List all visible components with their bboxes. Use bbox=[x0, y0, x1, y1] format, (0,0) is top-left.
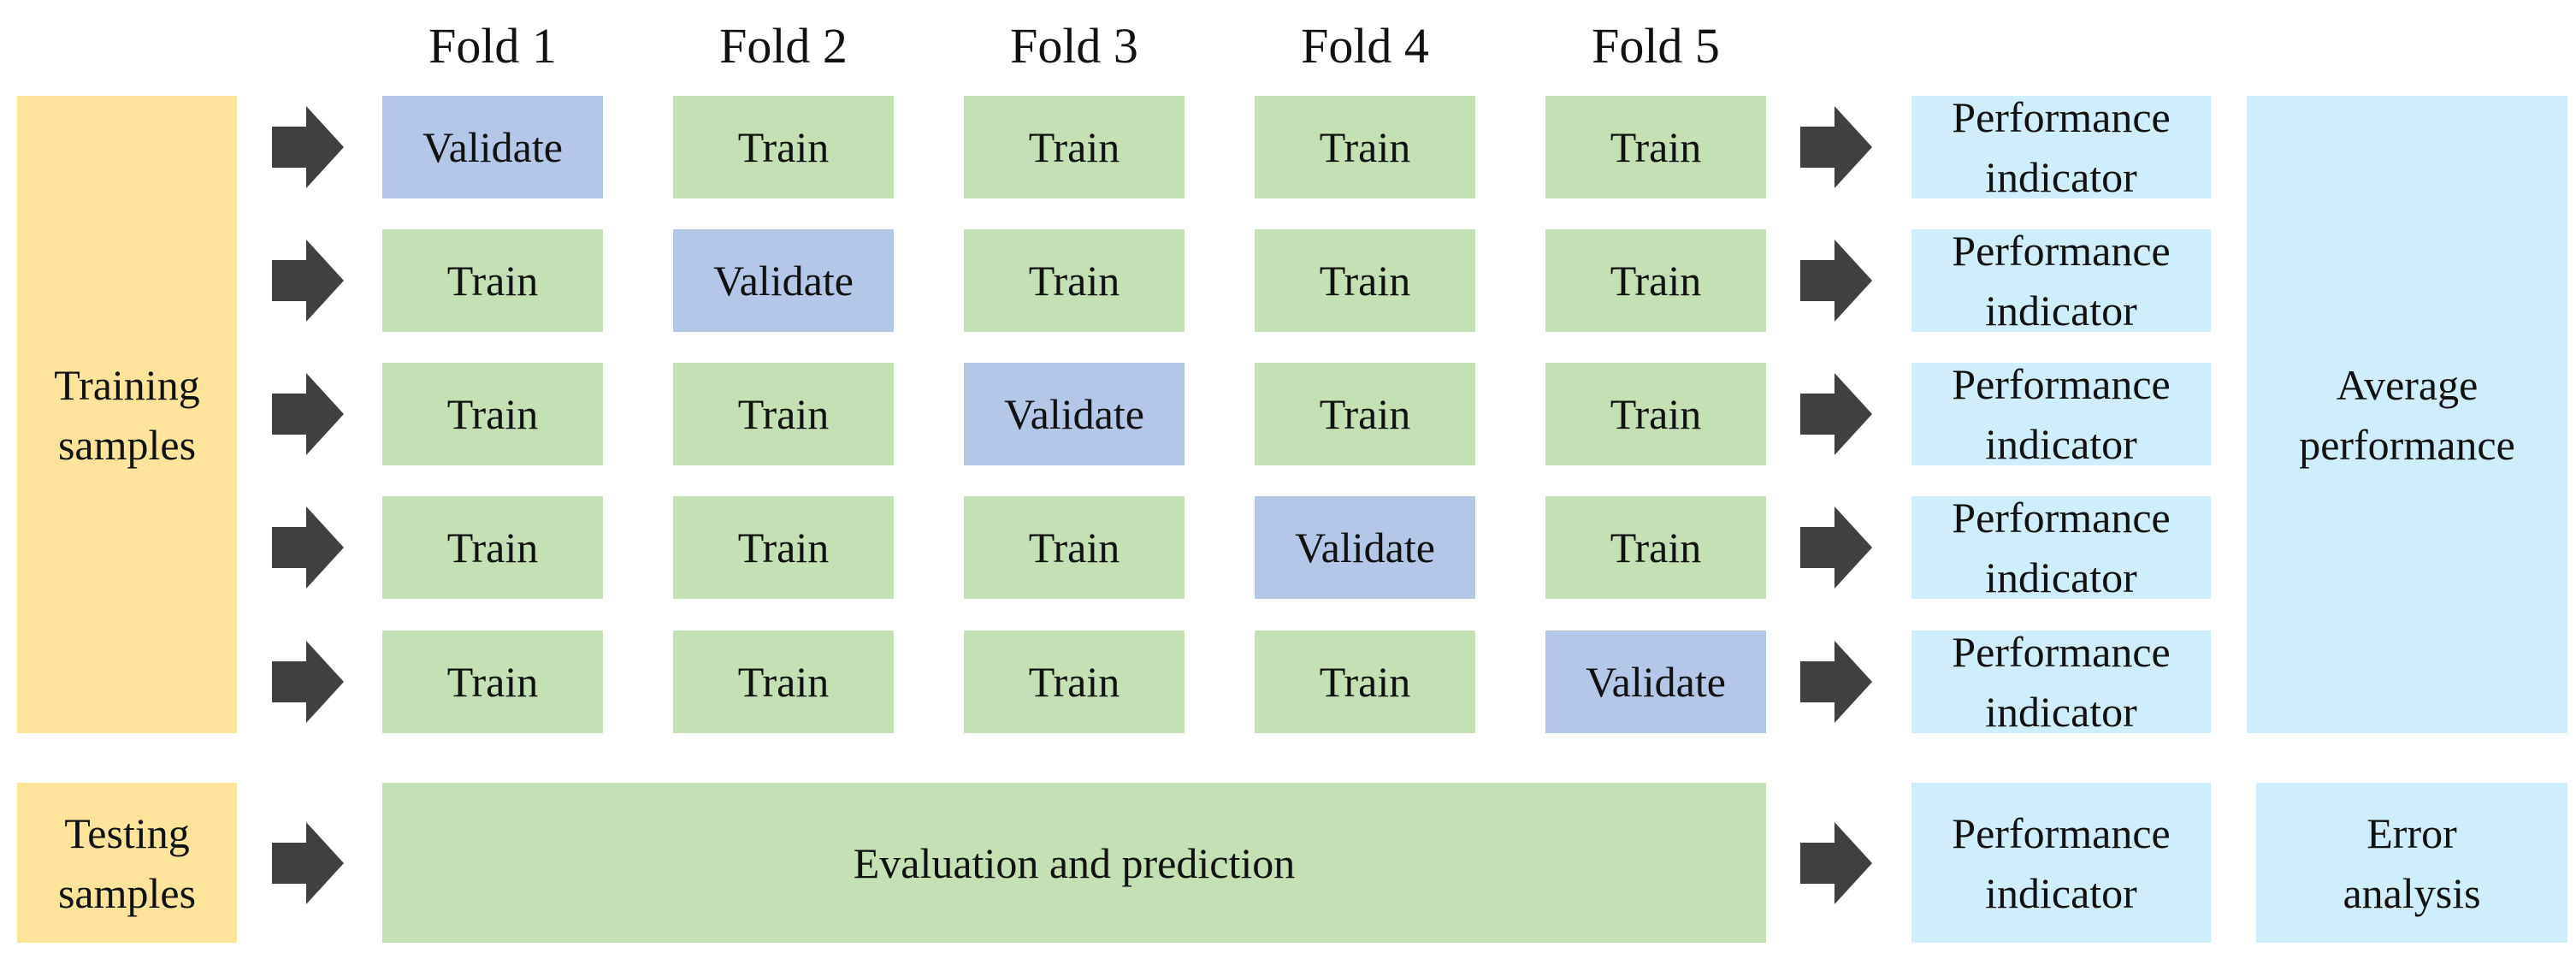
performance-indicator-box: Performance indicator bbox=[1911, 628, 2211, 736]
validate-fold-box: Validate bbox=[1545, 631, 1766, 733]
training-samples-box: Training samples bbox=[17, 96, 237, 733]
arrow-right-icon bbox=[272, 506, 344, 589]
fold-header-2: Fold 2 bbox=[719, 17, 848, 74]
test-performance-indicator-box: Performance indicator bbox=[1911, 783, 2211, 943]
train-fold-box: Train bbox=[1545, 496, 1766, 599]
validate-fold-box: Validate bbox=[964, 363, 1185, 465]
train-fold-box: Train bbox=[382, 631, 603, 733]
train-fold-box: Train bbox=[1545, 229, 1766, 332]
arrow-right-icon bbox=[272, 106, 344, 188]
train-fold-box: Train bbox=[964, 229, 1185, 332]
train-fold-box: Train bbox=[673, 363, 894, 465]
performance-indicator-box: Performance indicator bbox=[1911, 227, 2211, 335]
train-fold-box: Train bbox=[1545, 96, 1766, 198]
train-fold-box: Train bbox=[382, 496, 603, 599]
train-fold-box: Train bbox=[673, 631, 894, 733]
train-fold-box: Train bbox=[673, 96, 894, 198]
arrow-right-icon bbox=[1800, 821, 1872, 904]
arrow-right-icon bbox=[272, 373, 344, 455]
error-analysis-box: Error analysis bbox=[2256, 783, 2567, 943]
validate-fold-box: Validate bbox=[1255, 496, 1475, 599]
testing-samples-box: Testing samples bbox=[17, 783, 237, 943]
arrow-right-icon bbox=[1800, 641, 1872, 723]
train-fold-box: Train bbox=[964, 496, 1185, 599]
performance-indicator-box: Performance indicator bbox=[1911, 494, 2211, 601]
validate-fold-box: Validate bbox=[673, 229, 894, 332]
evaluation-prediction-box: Evaluation and prediction bbox=[382, 783, 1766, 943]
arrow-right-icon bbox=[272, 240, 344, 322]
average-performance-box: Average performance bbox=[2247, 96, 2567, 733]
validate-fold-box: Validate bbox=[382, 96, 603, 198]
train-fold-box: Train bbox=[1255, 363, 1475, 465]
train-fold-box: Train bbox=[382, 229, 603, 332]
train-fold-box: Train bbox=[673, 496, 894, 599]
train-fold-box: Train bbox=[382, 363, 603, 465]
arrow-right-icon bbox=[1800, 373, 1872, 455]
performance-indicator-box: Performance indicator bbox=[1911, 360, 2211, 468]
arrow-right-icon bbox=[1800, 506, 1872, 589]
train-fold-box: Train bbox=[964, 96, 1185, 198]
train-fold-box: Train bbox=[1255, 96, 1475, 198]
train-fold-box: Train bbox=[1545, 363, 1766, 465]
arrow-right-icon bbox=[1800, 106, 1872, 188]
fold-header-3: Fold 3 bbox=[1010, 17, 1138, 74]
train-fold-box: Train bbox=[964, 631, 1185, 733]
train-fold-box: Train bbox=[1255, 229, 1475, 332]
fold-header-5: Fold 5 bbox=[1592, 17, 1720, 74]
arrow-right-icon bbox=[272, 641, 344, 723]
fold-header-4: Fold 4 bbox=[1301, 17, 1429, 74]
performance-indicator-box: Performance indicator bbox=[1911, 93, 2211, 201]
arrow-right-icon bbox=[1800, 240, 1872, 322]
fold-header-1: Fold 1 bbox=[428, 17, 557, 74]
arrow-right-icon bbox=[272, 821, 344, 904]
train-fold-box: Train bbox=[1255, 631, 1475, 733]
